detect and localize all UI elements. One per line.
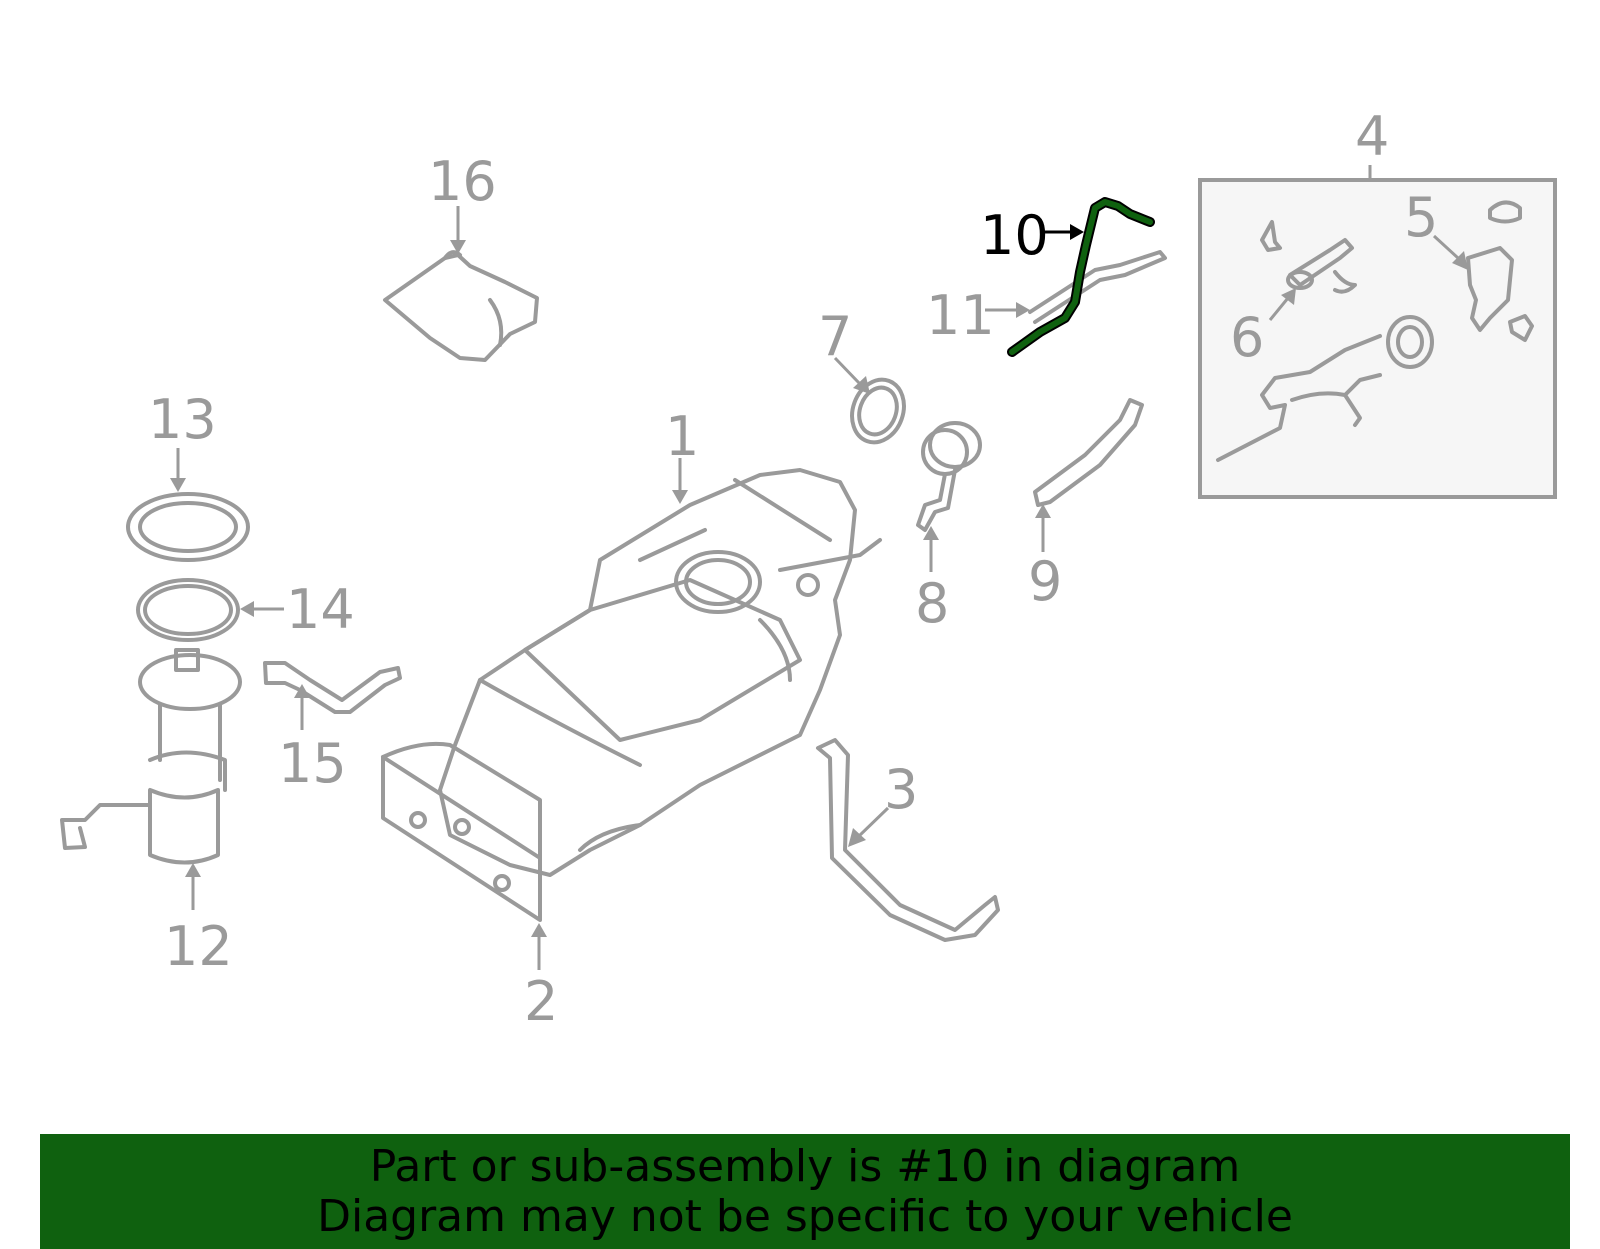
- part-10-vent-hose-highlighted[interactable]: [1007, 197, 1155, 357]
- label-4: 4: [1355, 105, 1389, 168]
- part-11-vent-tube[interactable]: [1028, 250, 1167, 324]
- label-13: 13: [148, 388, 217, 451]
- part-3-strap[interactable]: [816, 738, 1000, 942]
- arrow-16: [450, 206, 466, 254]
- label-9: 9: [1028, 550, 1062, 613]
- arrow-12: [185, 863, 201, 910]
- label-16: 16: [428, 150, 497, 213]
- label-14: 14: [286, 578, 355, 641]
- label-11: 11: [926, 284, 995, 347]
- label-3: 3: [884, 758, 918, 821]
- banner-line-2: Diagram may not be specific to your vehi…: [317, 1191, 1293, 1242]
- arrow-9: [1035, 504, 1051, 552]
- label-12: 12: [164, 915, 233, 978]
- part-1-fuel-tank[interactable]: [438, 468, 882, 877]
- arrow-10: [1040, 224, 1084, 240]
- arrow-6: [1268, 288, 1296, 321]
- label-8: 8: [915, 572, 949, 635]
- label-6: 6: [1230, 306, 1264, 369]
- arrow-11: [985, 302, 1030, 318]
- part-8-cap[interactable]: [916, 421, 982, 532]
- arrow-3: [848, 806, 890, 847]
- label-10: 10: [980, 204, 1049, 267]
- label-5: 5: [1404, 186, 1438, 249]
- arrow-14: [240, 601, 284, 617]
- part-12-fuel-pump[interactable]: [60, 648, 242, 865]
- arrow-1: [672, 458, 688, 504]
- label-1: 1: [665, 405, 699, 468]
- part-2-skid-plate[interactable]: [381, 741, 542, 922]
- arrow-7: [833, 356, 870, 394]
- part-7-seal[interactable]: [844, 372, 913, 449]
- arrow-2: [531, 923, 547, 970]
- label-2: 2: [524, 970, 558, 1033]
- part-16-shield[interactable]: [383, 250, 539, 362]
- arrow-5: [1432, 234, 1468, 270]
- arrow-13: [170, 448, 186, 492]
- banner-line-1: Part or sub-assembly is #10 in diagram: [369, 1141, 1241, 1192]
- arrow-15: [294, 684, 310, 730]
- label-7: 7: [818, 305, 852, 368]
- info-banner: Part or sub-assembly is #10 in diagram D…: [40, 1134, 1570, 1249]
- part-9-filler-hose[interactable]: [1033, 398, 1144, 507]
- part-13-lock-ring[interactable]: [126, 492, 250, 562]
- part-14-gasket[interactable]: [136, 578, 240, 642]
- label-15: 15: [278, 732, 347, 795]
- part-4-filler-neck-box[interactable]: [1198, 165, 1557, 499]
- part-15-hose[interactable]: [263, 661, 402, 714]
- arrow-8: [923, 526, 939, 572]
